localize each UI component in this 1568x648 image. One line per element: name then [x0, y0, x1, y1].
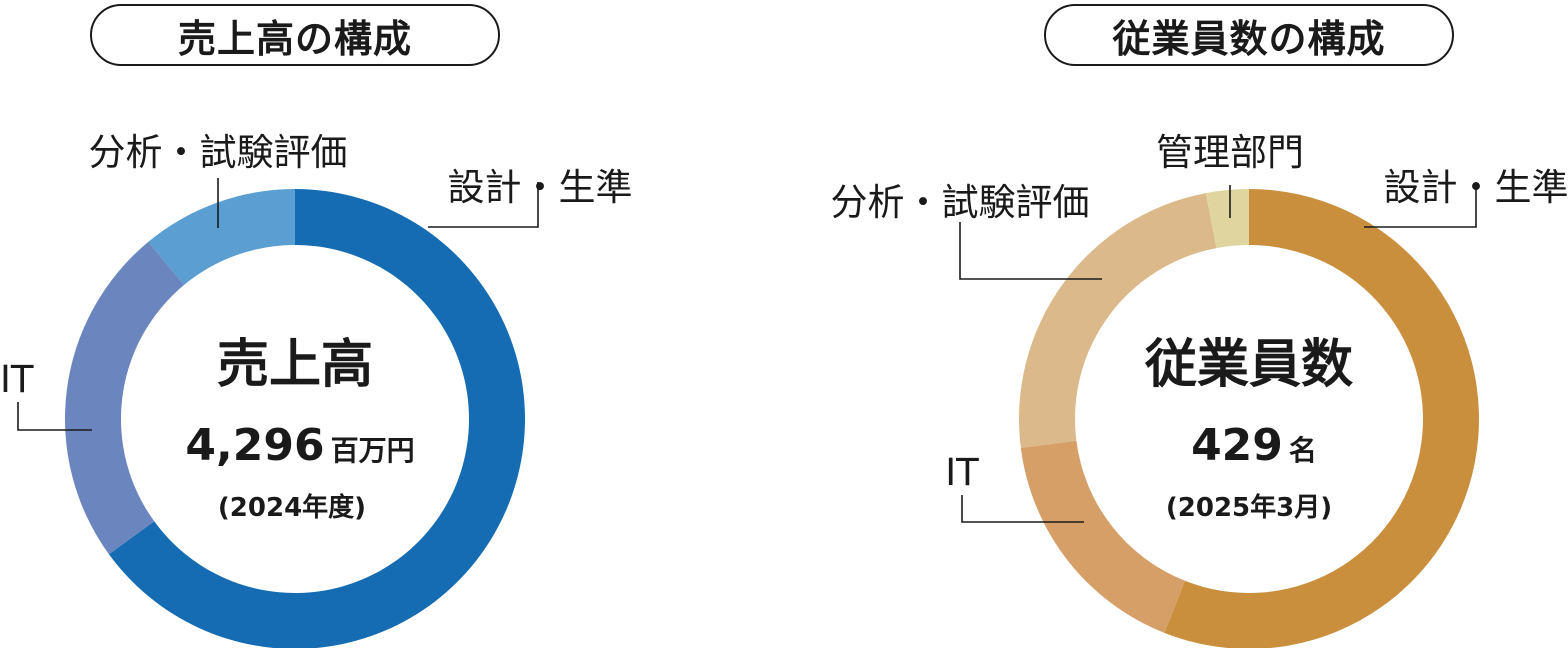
donut-slice-management	[1205, 189, 1249, 249]
donut-slice-analysis	[1019, 193, 1217, 448]
slice-label-design: 設計・生準	[448, 166, 633, 209]
slice-label-analysis: 分析・試験評価	[89, 131, 348, 174]
leader-line-design	[1364, 182, 1477, 228]
center-value-sales: 4,296	[185, 420, 324, 471]
center-unit-employees: 名	[1289, 434, 1317, 467]
center-unit-sales: 百万円	[331, 434, 415, 467]
leader-line-design	[428, 182, 539, 228]
center-title-employees: 従業員数	[1144, 335, 1353, 395]
leader-line-it	[17, 402, 92, 431]
slice-label-it: IT	[945, 451, 979, 494]
center-period-employees: (2025年3月)	[1166, 492, 1332, 523]
donut-slice-it	[1020, 440, 1185, 633]
leader-line-it	[961, 495, 1084, 523]
donut-slice-design	[1164, 189, 1479, 648]
slice-label-analysis: 分析・試験評価	[831, 181, 1090, 224]
center-period-sales: (2024年度)	[218, 492, 366, 523]
slice-label-it: IT	[0, 358, 34, 401]
donut-slice-it	[65, 241, 185, 555]
employee-chart-title: 従業員数の構成	[1044, 4, 1454, 66]
center-value-employees: 429	[1191, 420, 1283, 471]
slice-label-management: 管理部門	[1156, 131, 1304, 174]
sales-chart-title: 売上高の構成	[90, 4, 500, 66]
center-title-sales: 売上高	[217, 335, 373, 395]
leader-line-analysis	[959, 222, 1102, 280]
donut-slice-analysis	[148, 189, 295, 285]
slice-label-design: 設計・生準	[1384, 166, 1568, 209]
